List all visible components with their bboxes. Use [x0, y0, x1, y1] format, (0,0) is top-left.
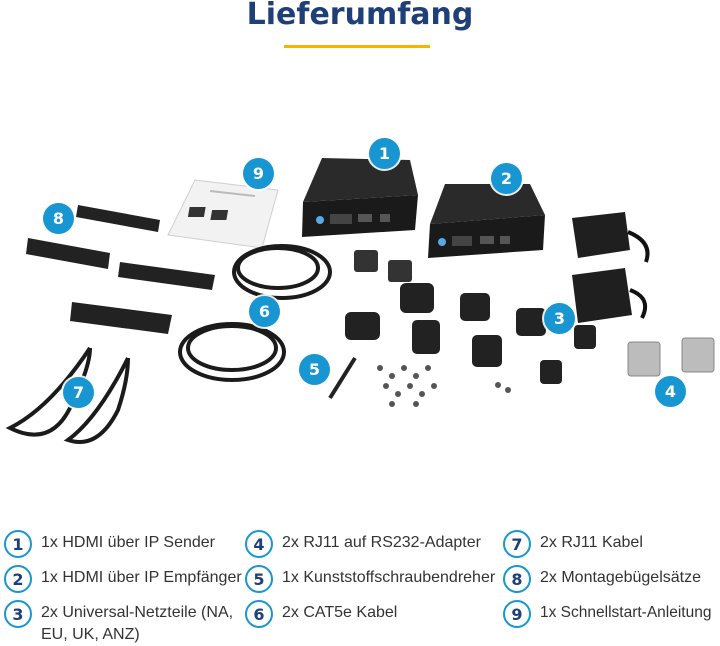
legend-number: 3 [4, 600, 32, 628]
screwdriver [328, 356, 357, 400]
legend-number: 8 [503, 565, 531, 593]
quick-start-guide [167, 179, 279, 249]
legend-text: 1x Schnellstart-Anleitung [540, 604, 712, 621]
callout-2: 2 [491, 163, 522, 194]
callout-8: 8 [43, 203, 74, 234]
rj11-cables [5, 346, 130, 444]
rs232-adapters [627, 337, 715, 377]
legend-text: 1x HDMI über IP Empfänger [41, 569, 242, 586]
legend-text: 1x Kunststoffschraubendreher [282, 569, 496, 586]
cat5e-cables [178, 244, 332, 382]
rubber-feet [354, 250, 412, 282]
legend-item-8: 8 2x Montagebügelsätze [503, 565, 701, 593]
legend-item-6: 6 2x CAT5e Kabel [245, 600, 397, 628]
callout-4: 4 [655, 376, 686, 407]
hdmi-receiver-device [428, 184, 545, 258]
power-adapters [572, 212, 650, 323]
legend-item-4: 4 2x RJ11 auf RS232-Adapter [245, 530, 481, 558]
legend-number: 9 [503, 600, 531, 628]
legend-text: 2x CAT5e Kabel [282, 604, 398, 621]
legend-item-7: 7 2x RJ11 Kabel [503, 530, 643, 558]
legend-text: 2x Universal-Netzteile (NA,EU, UK, ANZ) [41, 604, 234, 643]
legend-text: 2x Montagebügelsätze [540, 569, 701, 586]
callout-6: 6 [249, 296, 280, 327]
legend-number: 4 [245, 530, 273, 558]
callout-5: 5 [299, 354, 330, 385]
callout-7: 7 [63, 377, 94, 408]
mounting-brackets [26, 205, 215, 334]
legend-item-2: 2 1x HDMI über IP Empfänger [4, 565, 242, 593]
package-contents-illustration [5, 158, 715, 444]
legend-item-3: 3 2x Universal-Netzteile (NA,EU, UK, ANZ… [4, 600, 233, 646]
legend-number: 2 [4, 565, 32, 593]
legend-text: 1x HDMI über IP Sender [41, 534, 216, 551]
legend-number: 7 [503, 530, 531, 558]
page-title: Lieferumfang [246, 0, 474, 32]
callout-3: 3 [544, 303, 575, 334]
legend-number: 6 [245, 600, 273, 628]
legend-number: 1 [4, 530, 32, 558]
callout-9: 9 [243, 158, 274, 189]
legend-text: 2x RJ11 Kabel [540, 534, 643, 551]
legend-item-1: 1 1x HDMI über IP Sender [4, 530, 215, 558]
callout-1: 1 [369, 138, 400, 169]
legend-text: 2x RJ11 auf RS232-Adapter [282, 534, 481, 551]
screws [377, 365, 511, 407]
title-underline [284, 45, 430, 48]
plug-adapters [345, 283, 596, 384]
hdmi-sender-device [302, 158, 418, 237]
legend-number: 5 [245, 565, 273, 593]
legend-item-5: 5 1x Kunststoffschraubendreher [245, 565, 495, 593]
legend-item-9: 9 1x Schnellstart-Anleitung [503, 600, 711, 628]
